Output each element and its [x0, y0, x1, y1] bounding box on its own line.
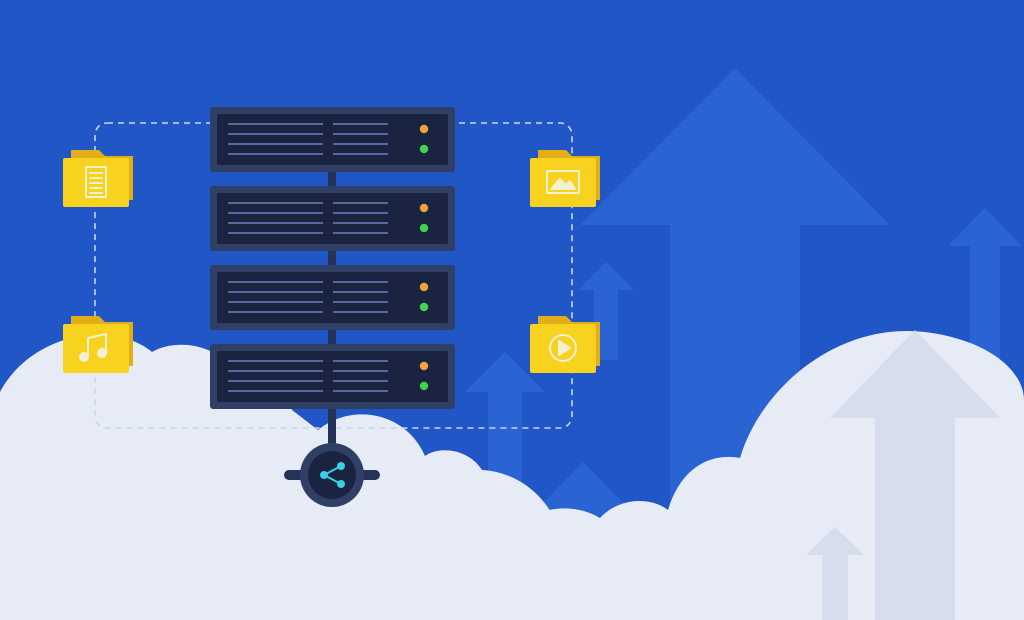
hub-node-inner [308, 451, 356, 499]
status-led-amber [419, 282, 429, 292]
server-unit [210, 186, 455, 251]
status-led-green [419, 223, 429, 233]
folder [530, 150, 600, 207]
server-unit [210, 344, 455, 409]
server-panel [217, 272, 448, 323]
share-icon [320, 462, 345, 488]
status-led-amber [419, 361, 429, 371]
document-icon [85, 166, 107, 198]
image-icon [546, 170, 580, 194]
folder [530, 316, 600, 373]
status-led-green [419, 302, 429, 312]
server-panel [217, 351, 448, 402]
up-arrow-on-cloud-small [806, 527, 864, 620]
up-arrow-right [948, 208, 1022, 380]
up-arrow-on-cloud-large [830, 330, 1000, 620]
server-unit [210, 265, 455, 330]
music-note-icon [79, 333, 107, 362]
folder [63, 150, 133, 207]
share-hub [284, 443, 380, 507]
server-panel [217, 114, 448, 165]
server-unit [210, 107, 455, 172]
clouds [0, 330, 1024, 620]
server-rack [210, 107, 455, 409]
status-led-green [419, 144, 429, 154]
cloud-left [0, 334, 560, 620]
status-led-amber [419, 203, 429, 213]
folders [63, 150, 600, 373]
folder-front [63, 324, 129, 373]
folder [63, 316, 133, 373]
play-icon [549, 334, 577, 362]
status-led-green [419, 381, 429, 391]
server-panel [217, 193, 448, 244]
up-arrow-center [465, 352, 545, 500]
status-led-amber [419, 124, 429, 134]
up-arrow-large [580, 68, 890, 620]
up-arrow-small [578, 262, 634, 360]
